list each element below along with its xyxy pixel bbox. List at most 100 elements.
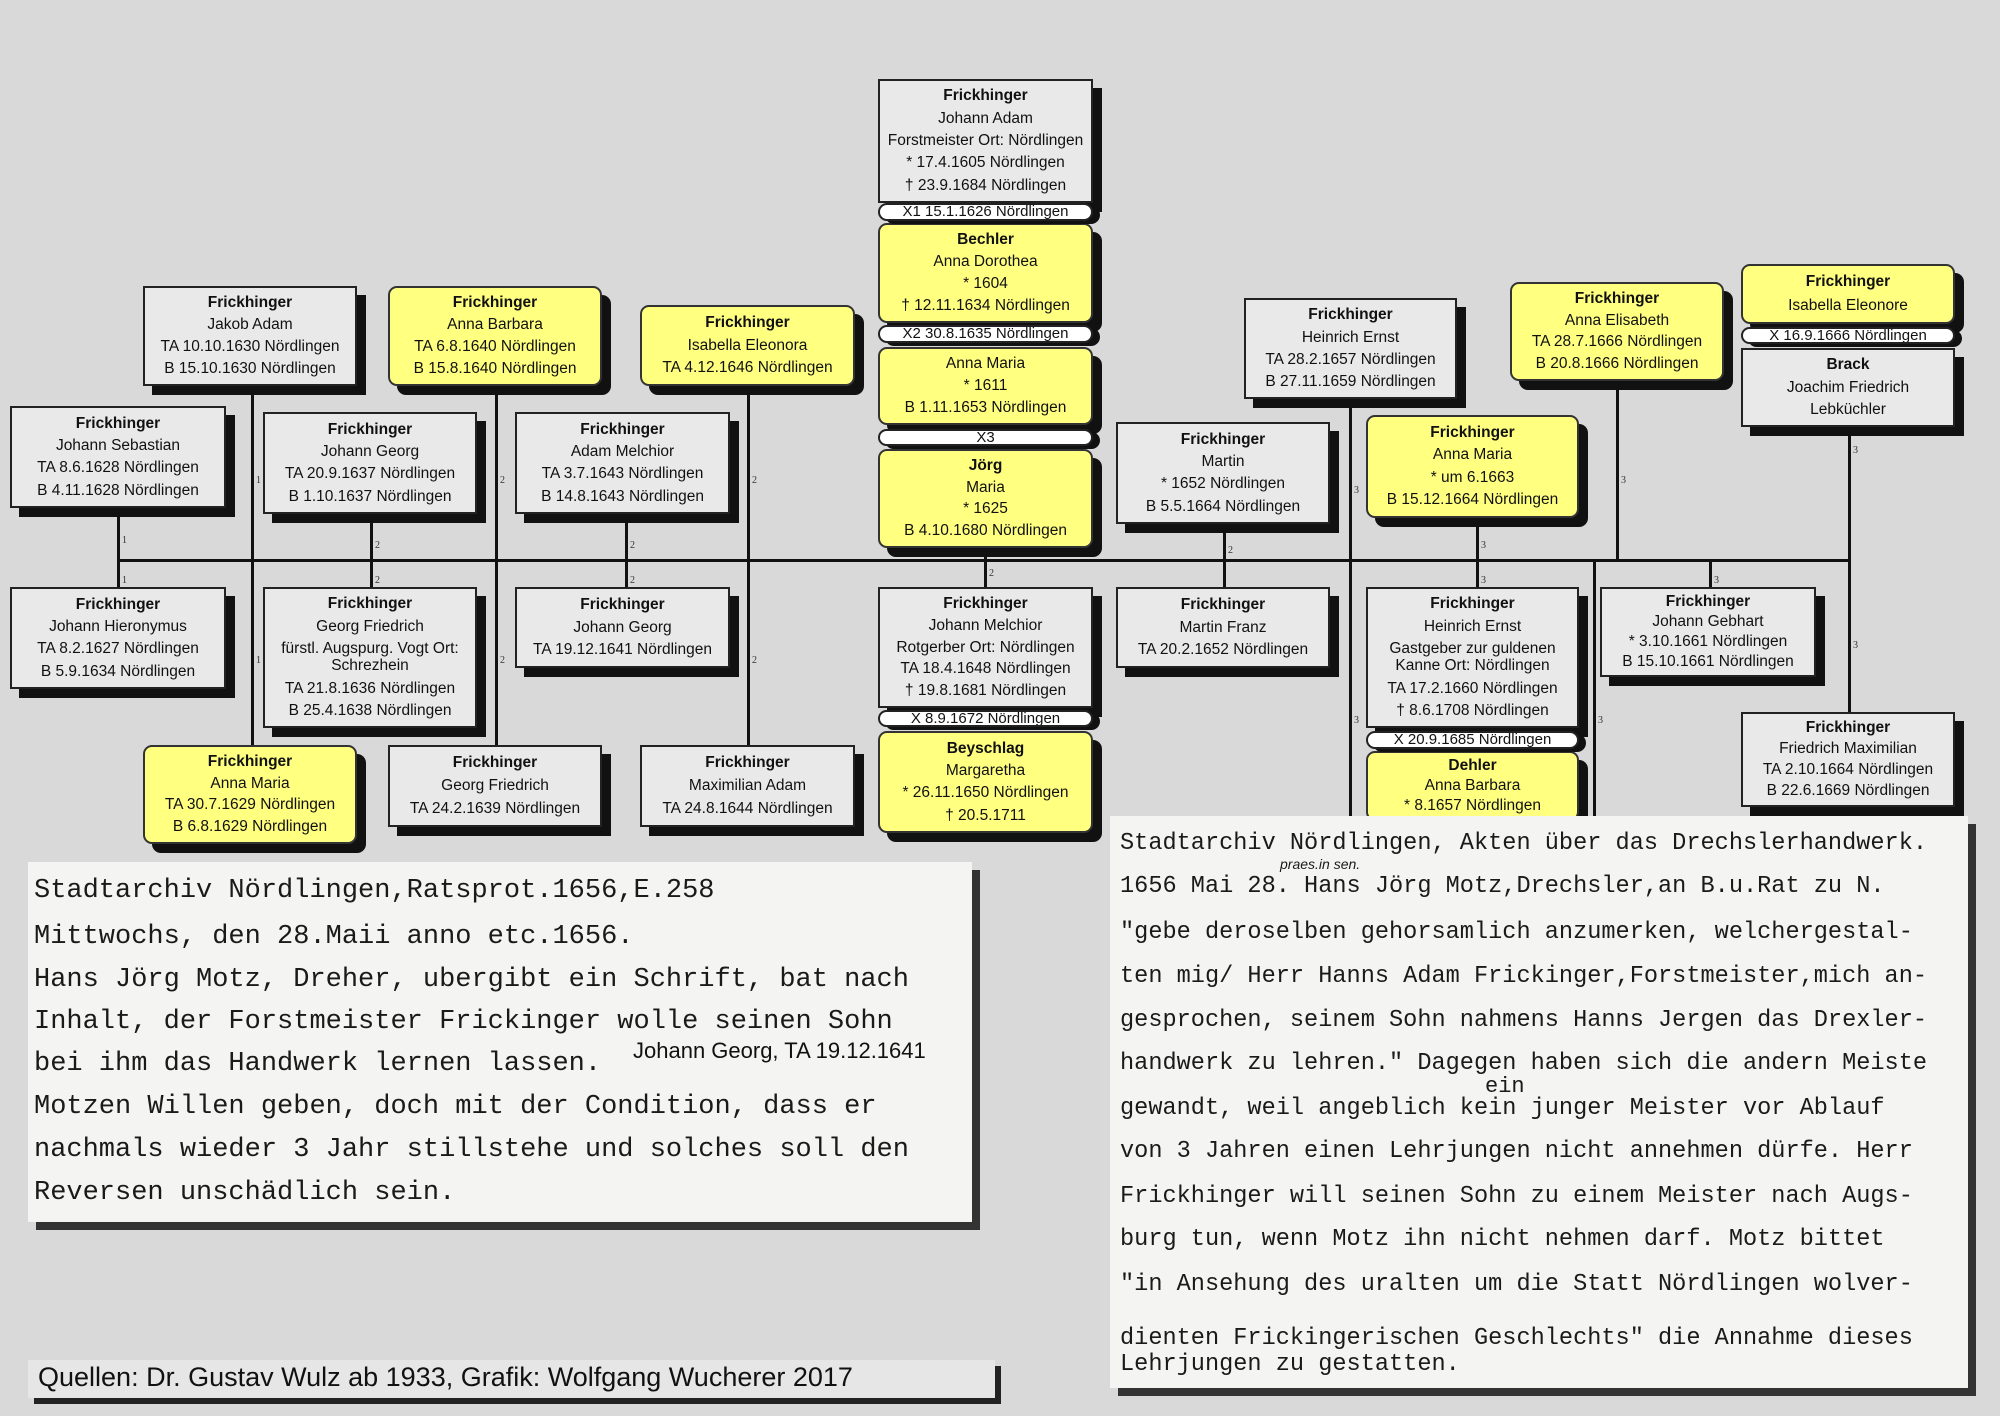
marriage-label: X2 30.8.1635 Nördlingen xyxy=(878,325,1093,343)
person-detail: Georg Friedrich xyxy=(316,617,424,635)
person-detail: B 14.8.1643 Nördlingen xyxy=(541,487,704,505)
person-detail: TA 6.8.1640 Nördlingen xyxy=(414,338,576,356)
generation-number: 2 xyxy=(500,475,505,486)
person-surname: Anna Maria xyxy=(945,355,1026,373)
person-surname: Frickhinger xyxy=(452,754,538,772)
person-detail: B 27.11.1659 Nördlingen xyxy=(1265,372,1436,390)
generation-number: 2 xyxy=(630,540,635,551)
transcript-line: dienten Frickingerischen Geschlechts" di… xyxy=(1120,1325,1913,1352)
person-surname: Frickhinger xyxy=(1805,273,1891,291)
transcript-line: von 3 Jahren einen Lehrjungen nicht anne… xyxy=(1120,1138,1913,1165)
connector-line xyxy=(625,514,628,588)
person-detail: Anna Elisabeth xyxy=(1564,311,1670,329)
generation-number: 3 xyxy=(1621,475,1626,486)
connector-line xyxy=(1616,381,1619,561)
person-detail: * 26.11.1650 Nördlingen xyxy=(902,784,1069,802)
person-surname: Frickhinger xyxy=(452,294,538,312)
generation-number: 2 xyxy=(752,475,757,486)
connector-line xyxy=(117,559,1848,562)
connector-line xyxy=(370,514,373,588)
person-detail: TA 10.10.1630 Nördlingen xyxy=(160,338,340,356)
person-detail: TA 8.6.1628 Nördlingen xyxy=(37,459,199,477)
archive-excerpt-drechslerhandwerk: Stadtarchiv Nördlingen, Akten über das D… xyxy=(1110,816,1968,1388)
person-detail: Forstmeister Ort: Nördlingen xyxy=(887,132,1084,150)
person-detail: Martin xyxy=(1201,452,1245,470)
person-detail: Gastgeber zur guldenen Kanne Ort: Nördli… xyxy=(1389,639,1556,675)
generation-number: 2 xyxy=(752,655,757,666)
person-detail: B 1.11.1653 Nördlingen xyxy=(904,399,1067,417)
person-detail: Johann Melchior xyxy=(928,616,1043,634)
connector-line xyxy=(984,548,987,588)
person-detail: Margaretha xyxy=(945,761,1026,779)
transcript-line: burg tun, wenn Motz ihn nicht nehmen dar… xyxy=(1120,1226,1885,1253)
connector-line xyxy=(1593,559,1596,817)
connector-line xyxy=(747,386,750,746)
person-detail: B 1.10.1637 Nördlingen xyxy=(288,487,452,505)
person-detail: TA 19.12.1641 Nördlingen xyxy=(533,641,712,659)
generation-number: 2 xyxy=(630,575,635,586)
transcript-line: Inhalt, der Forstmeister Frickinger woll… xyxy=(34,1007,893,1037)
person-detail: TA 8.2.1627 Nördlingen xyxy=(37,640,199,658)
handwritten-note: praes.in sen. xyxy=(1280,856,1361,872)
person-detail: Heinrich Ernst xyxy=(1301,328,1400,346)
person-detail: B 5.9.1634 Nördlingen xyxy=(40,662,196,680)
person-surname: Frickhinger xyxy=(1308,306,1393,324)
connector-line xyxy=(251,386,254,746)
transcript-line: bei ihm das Handwerk lernen lassen. xyxy=(34,1049,602,1079)
connector-line xyxy=(1848,427,1851,713)
person-detail: TA 2.10.1664 Nördlingen xyxy=(1762,761,1934,779)
person-detail: TA 24.2.1639 Nördlingen xyxy=(409,800,581,818)
person-detail: † 23.9.1684 Nördlingen xyxy=(904,176,1067,194)
generation-number: 1 xyxy=(122,575,127,586)
person-detail: TA 24.8.1644 Nördlingen xyxy=(662,800,833,818)
person-surname: Frickhinger xyxy=(1430,595,1515,613)
person-detail: † 20.5.1711 xyxy=(945,806,1026,824)
person-surname: Bechler xyxy=(957,231,1014,249)
person-surname: Frickhinger xyxy=(705,313,790,331)
transcript-line: gesprochen, seinem Sohn nahmens Hanns Je… xyxy=(1120,1007,1928,1034)
person-detail: Anna Dorothea xyxy=(933,253,1038,271)
person-detail: * 8.1657 Nördlingen xyxy=(1403,797,1542,815)
person-detail: † 19.8.1681 Nördlingen xyxy=(904,682,1067,700)
person-surname: Brack xyxy=(1826,356,1870,374)
person-detail: * 17.4.1605 Nördlingen xyxy=(906,154,1065,172)
archive-excerpt-ratsprotokoll: Stadtarchiv Nördlingen,Ratsprot.1656,E.2… xyxy=(28,862,972,1222)
connector-line xyxy=(495,386,498,746)
person-detail: Anna Maria xyxy=(210,774,290,792)
person-surname: Frickhinger xyxy=(943,87,1028,105)
person-detail: Johann Adam xyxy=(938,109,1033,127)
person-detail: * um 6.1663 xyxy=(1430,468,1515,486)
generation-number: 1 xyxy=(122,535,127,546)
person-detail: Johann Gebhart xyxy=(1652,613,1764,631)
person-detail: Johann Georg xyxy=(320,442,420,460)
